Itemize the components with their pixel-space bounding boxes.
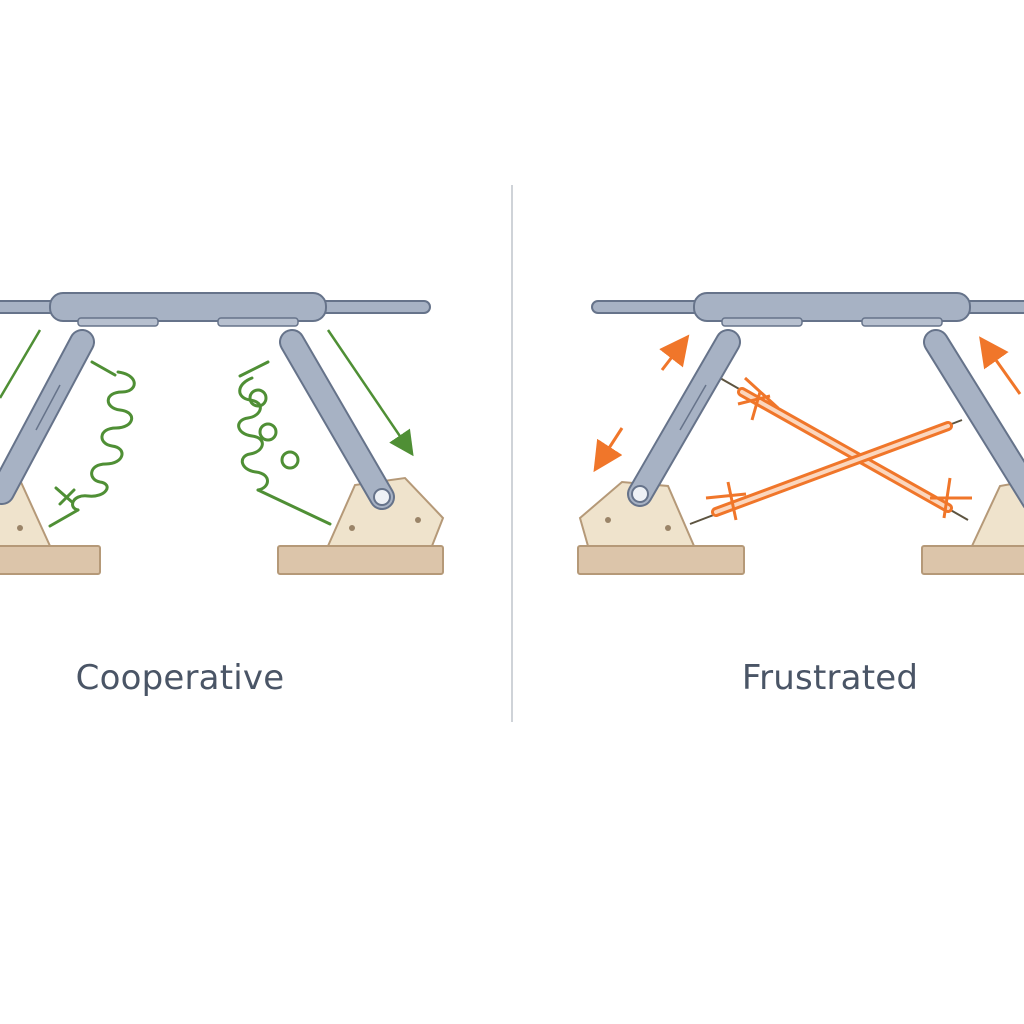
right-base-plate-2 (921, 545, 1024, 575)
strained-rod-icon (719, 376, 972, 521)
cooperative-panel (0, 292, 445, 575)
right-bracket-bolt-1 (605, 517, 611, 523)
right-base-plate-1 (577, 545, 745, 575)
force-arrow-icon (593, 427, 624, 473)
coil-spring-icon (48, 360, 136, 528)
force-arrow-icon (979, 336, 1022, 395)
right-bracket-1 (578, 480, 696, 547)
left-pivot-2 (373, 488, 391, 506)
left-bracket-2 (326, 476, 445, 547)
right-leg-1 (629, 331, 739, 505)
cooperative-caption: Cooperative (75, 658, 285, 698)
right-bracket-bolt-2 (665, 525, 671, 531)
left-bracket-bolt-1 (17, 525, 23, 531)
right-beam-foot-1 (721, 317, 803, 327)
frustrated-caption: Frustrated (741, 658, 919, 698)
left-top-beam (49, 292, 327, 322)
coil-spring-icon (237, 360, 332, 526)
force-arrow-icon (659, 334, 690, 371)
right-leg-1-ridge (679, 384, 707, 431)
force-arrow-icon (0, 329, 42, 399)
left-leg-1-ridge (35, 384, 61, 431)
left-bracket-bolt-3 (415, 517, 421, 523)
force-arrow-icon (326, 329, 414, 457)
right-leg-2 (925, 331, 1024, 505)
left-leg-1 (0, 331, 93, 503)
left-beam-foot-2 (217, 317, 299, 327)
right-pivot-1 (631, 485, 649, 503)
left-leg-2 (281, 331, 393, 508)
right-bracket-2 (970, 480, 1024, 547)
left-beam-foot-1 (77, 317, 159, 327)
left-base-plate-1 (0, 545, 101, 575)
left-bracket-bolt-2 (349, 525, 355, 531)
strained-rod-icon (689, 419, 963, 525)
frustrated-panel (577, 292, 1024, 575)
left-base-plate-2 (277, 545, 444, 575)
right-beam-foot-2 (861, 317, 943, 327)
right-top-beam (693, 292, 971, 322)
